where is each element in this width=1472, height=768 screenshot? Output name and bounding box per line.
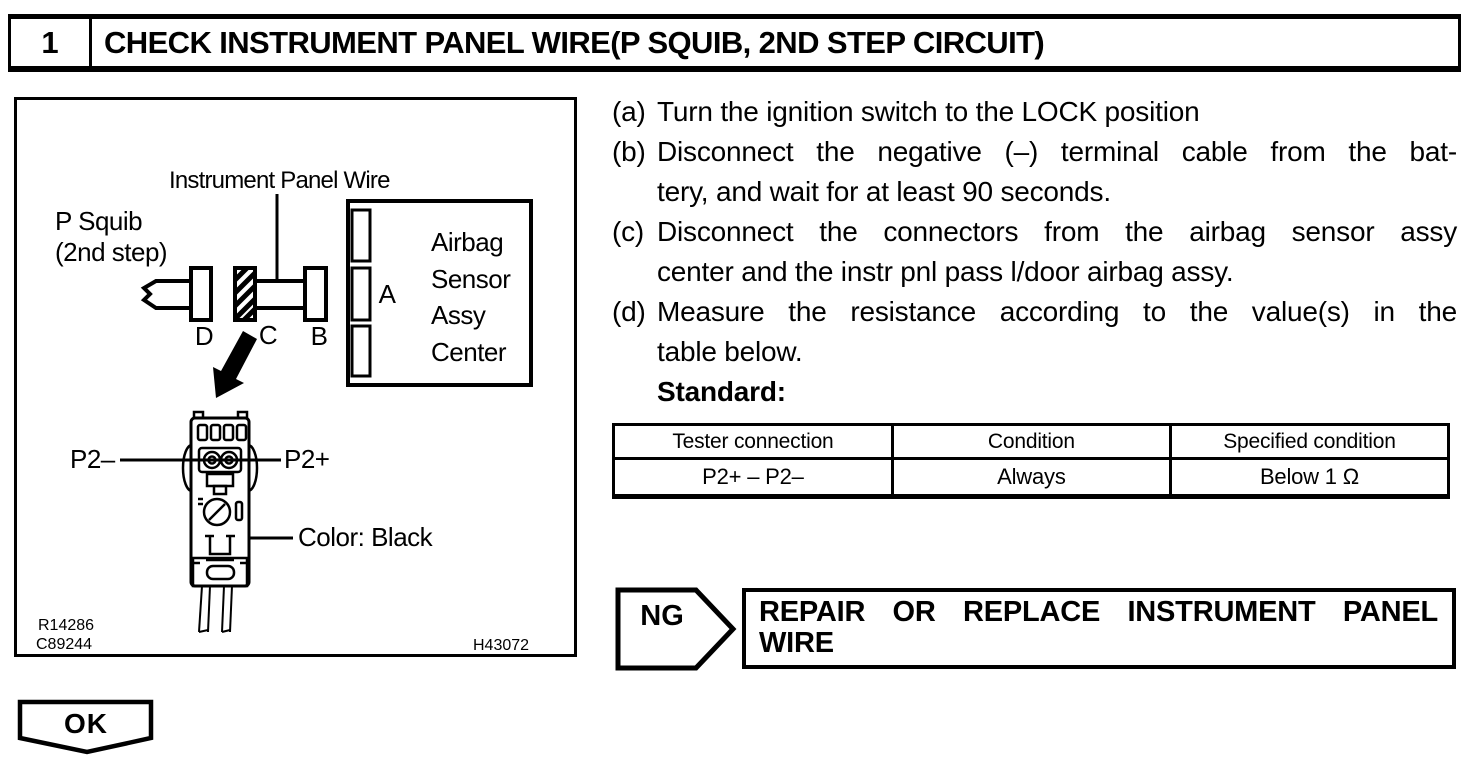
- procedure-steps: (a) Turn the ignition switch to the LOCK…: [612, 92, 1457, 412]
- label-airbag-3: Assy: [431, 300, 486, 330]
- airbag-sensor-box: [346, 199, 533, 387]
- step-c-line-2: center and the instr pnl pass l/door air…: [657, 256, 1234, 287]
- wire-bar: [253, 279, 307, 310]
- step-title: CHECK INSTRUMENT PANEL WIRE(P SQUIB, 2ND…: [92, 19, 1461, 66]
- connector-c-hatch: [233, 266, 257, 322]
- ref-code-2: C89244: [36, 636, 92, 653]
- label-p-squib-2: (2nd step): [55, 237, 167, 267]
- pointer-arrow: [213, 331, 257, 398]
- ref-code-3: H43072: [473, 637, 529, 654]
- ok-label: OK: [64, 708, 108, 739]
- step-number: 1: [8, 19, 92, 66]
- connector-d: [189, 266, 213, 322]
- label-p-squib-1: P Squib: [55, 206, 142, 236]
- label-b: B: [311, 321, 328, 351]
- label-airbag-2: Sensor: [431, 264, 511, 294]
- wiring-figure: Instrument Panel Wire P Squib (2nd step)…: [14, 97, 577, 657]
- step-header: 1 CHECK INSTRUMENT PANEL WIRE(P SQUIB, 2…: [8, 14, 1461, 72]
- label-airbag-1: Airbag: [431, 227, 503, 257]
- label-c: C: [259, 320, 277, 350]
- ng-action-line-1: REPAIR OR REPLACE INSTRUMENT PANEL: [759, 596, 1438, 628]
- step-b-line-2: tery, and wait for at least 90 seconds.: [657, 176, 1111, 207]
- label-color-black: Color: Black: [298, 522, 434, 552]
- label-instrument-panel-wire: Instrument Panel Wire: [169, 167, 390, 194]
- label-p2-minus: P2–: [70, 444, 116, 474]
- squib-plug: [140, 279, 193, 310]
- step-a: (a) Turn the ignition switch to the LOCK…: [612, 92, 1457, 132]
- step-c: (c) Disconnect the connectors from the a…: [612, 212, 1457, 292]
- cell-condition: Always: [890, 457, 1172, 498]
- step-b-label: (b): [612, 136, 646, 167]
- label-d: D: [195, 321, 213, 351]
- label-a: A: [379, 279, 397, 309]
- step-d: (d) Measure the resistance according to …: [612, 292, 1457, 372]
- step-c-line-1: Disconnect the connectors from the airba…: [657, 216, 1457, 247]
- airbag-box-terminals: [350, 208, 372, 378]
- ng-label: NG: [640, 600, 684, 632]
- standard-label: Standard:: [657, 376, 786, 407]
- connector-b: [303, 266, 328, 322]
- step-b: (b) Disconnect the negative (–) terminal…: [612, 132, 1457, 212]
- step-a-line-1: Turn the ignition switch to the LOCK pos…: [657, 96, 1200, 127]
- ng-arrow-shape: NG: [615, 587, 737, 671]
- label-airbag-4: Center: [431, 337, 507, 367]
- ref-code-1: R14286: [38, 617, 94, 634]
- col-specified-condition: Specified condition: [1168, 423, 1451, 460]
- wiring-diagram: Instrument Panel Wire P Squib (2nd step)…: [36, 167, 533, 654]
- step-d-line-2: table below.: [657, 336, 803, 367]
- ng-action-box: REPAIR OR REPLACE INSTRUMENT PANEL WIRE: [742, 588, 1456, 669]
- label-p2-plus: P2+: [284, 444, 330, 474]
- ok-banner-shape: OK: [17, 699, 154, 755]
- spec-table: Tester connection Condition Specified co…: [612, 423, 1451, 499]
- cell-tester-connection: P2+ – P2–: [612, 457, 894, 498]
- col-tester-connection: Tester connection: [612, 423, 894, 460]
- step-d-line-1: Measure the resistance according to the …: [657, 296, 1457, 327]
- p-squib-connector: [181, 410, 259, 633]
- ng-action-line-2: WIRE: [759, 627, 834, 659]
- spec-table-data-row: P2+ – P2– Always Below 1 Ω: [612, 457, 1451, 498]
- cell-specified-condition: Below 1 Ω: [1168, 457, 1451, 498]
- step-a-label: (a): [612, 96, 646, 127]
- step-d-label: (d): [612, 296, 646, 327]
- step-c-label: (c): [612, 216, 645, 247]
- col-condition: Condition: [890, 423, 1172, 460]
- step-b-line-1: Disconnect the negative (–) terminal cab…: [657, 136, 1457, 167]
- spec-table-header-row: Tester connection Condition Specified co…: [612, 423, 1451, 460]
